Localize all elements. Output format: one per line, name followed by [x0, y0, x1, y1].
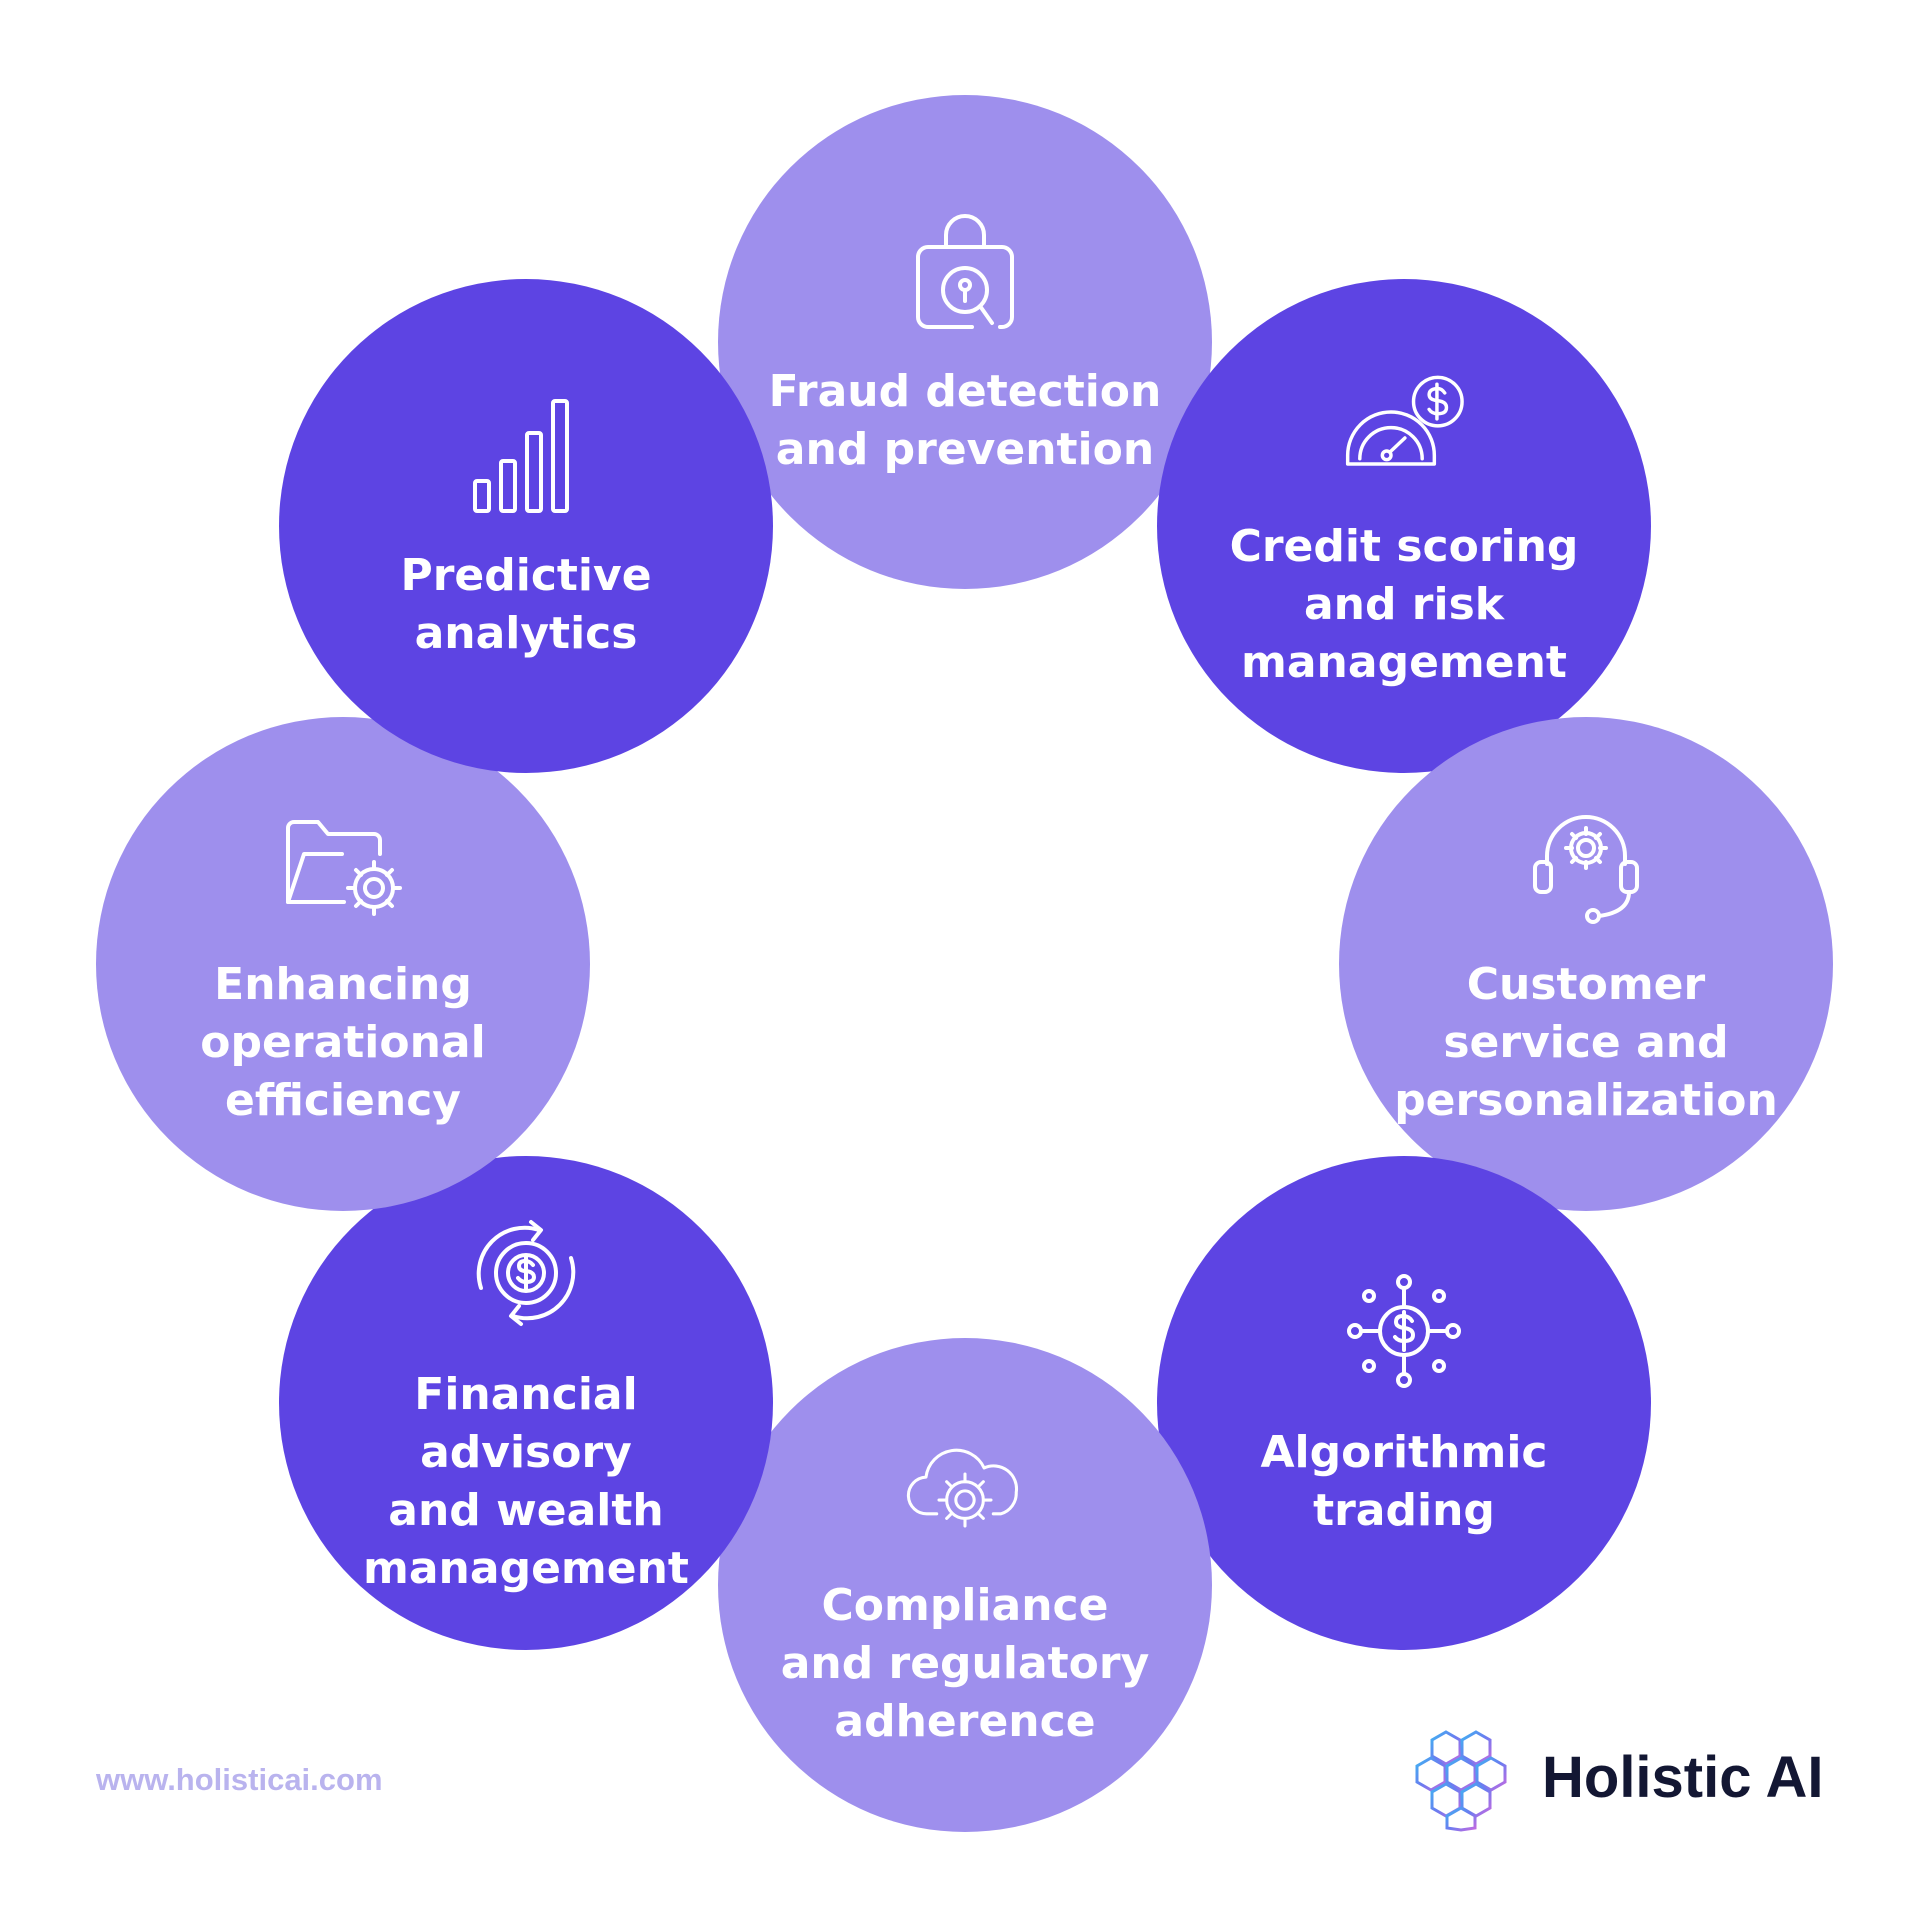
- node-customer-service: Customer service and personalization: [1339, 717, 1833, 1211]
- dollar-cycle-icon: [461, 1208, 591, 1338]
- cloud-gear-icon: [900, 1419, 1030, 1549]
- node-compliance: Compliance and regulatory adherence: [718, 1338, 1212, 1832]
- folder-gear-icon: [278, 798, 408, 928]
- padlock-search-icon: [900, 205, 1030, 335]
- node-enhancing-efficiency: Enhancing operational efficiency: [96, 717, 590, 1211]
- holistic-ai-logo-icon: [1406, 1722, 1516, 1832]
- node-label: Algorithmic trading: [1260, 1427, 1548, 1536]
- speedometer-dollar-icon: [1339, 360, 1469, 490]
- node-label: Financial advisory and wealth management: [363, 1369, 689, 1594]
- node-label: Enhancing operational efficiency: [200, 959, 486, 1126]
- brand-lockup: Holistic AI: [1406, 1722, 1823, 1832]
- node-predictive-analytics: Predictive analytics: [279, 279, 773, 773]
- node-label: Fraud detection and prevention: [768, 366, 1162, 475]
- node-label: Predictive analytics: [400, 550, 652, 659]
- node-label: Customer service and personalization: [1394, 959, 1778, 1126]
- brand-name: Holistic AI: [1542, 1744, 1824, 1810]
- bar-chart-icon: [461, 389, 591, 519]
- node-credit-scoring: Credit scoring and risk management: [1157, 279, 1651, 773]
- website-url: www.holisticai.com: [96, 1762, 383, 1797]
- node-financial-advisory: Financial advisory and wealth management: [279, 1156, 773, 1650]
- node-algorithmic-trading: Algorithmic trading: [1157, 1156, 1651, 1650]
- node-label: Credit scoring and risk management: [1229, 521, 1579, 688]
- node-fraud-detection: Fraud detection and prevention: [718, 95, 1212, 589]
- dollar-network-icon: [1339, 1266, 1469, 1396]
- headset-gear-icon: [1521, 798, 1651, 928]
- node-label: Compliance and regulatory adherence: [780, 1580, 1150, 1747]
